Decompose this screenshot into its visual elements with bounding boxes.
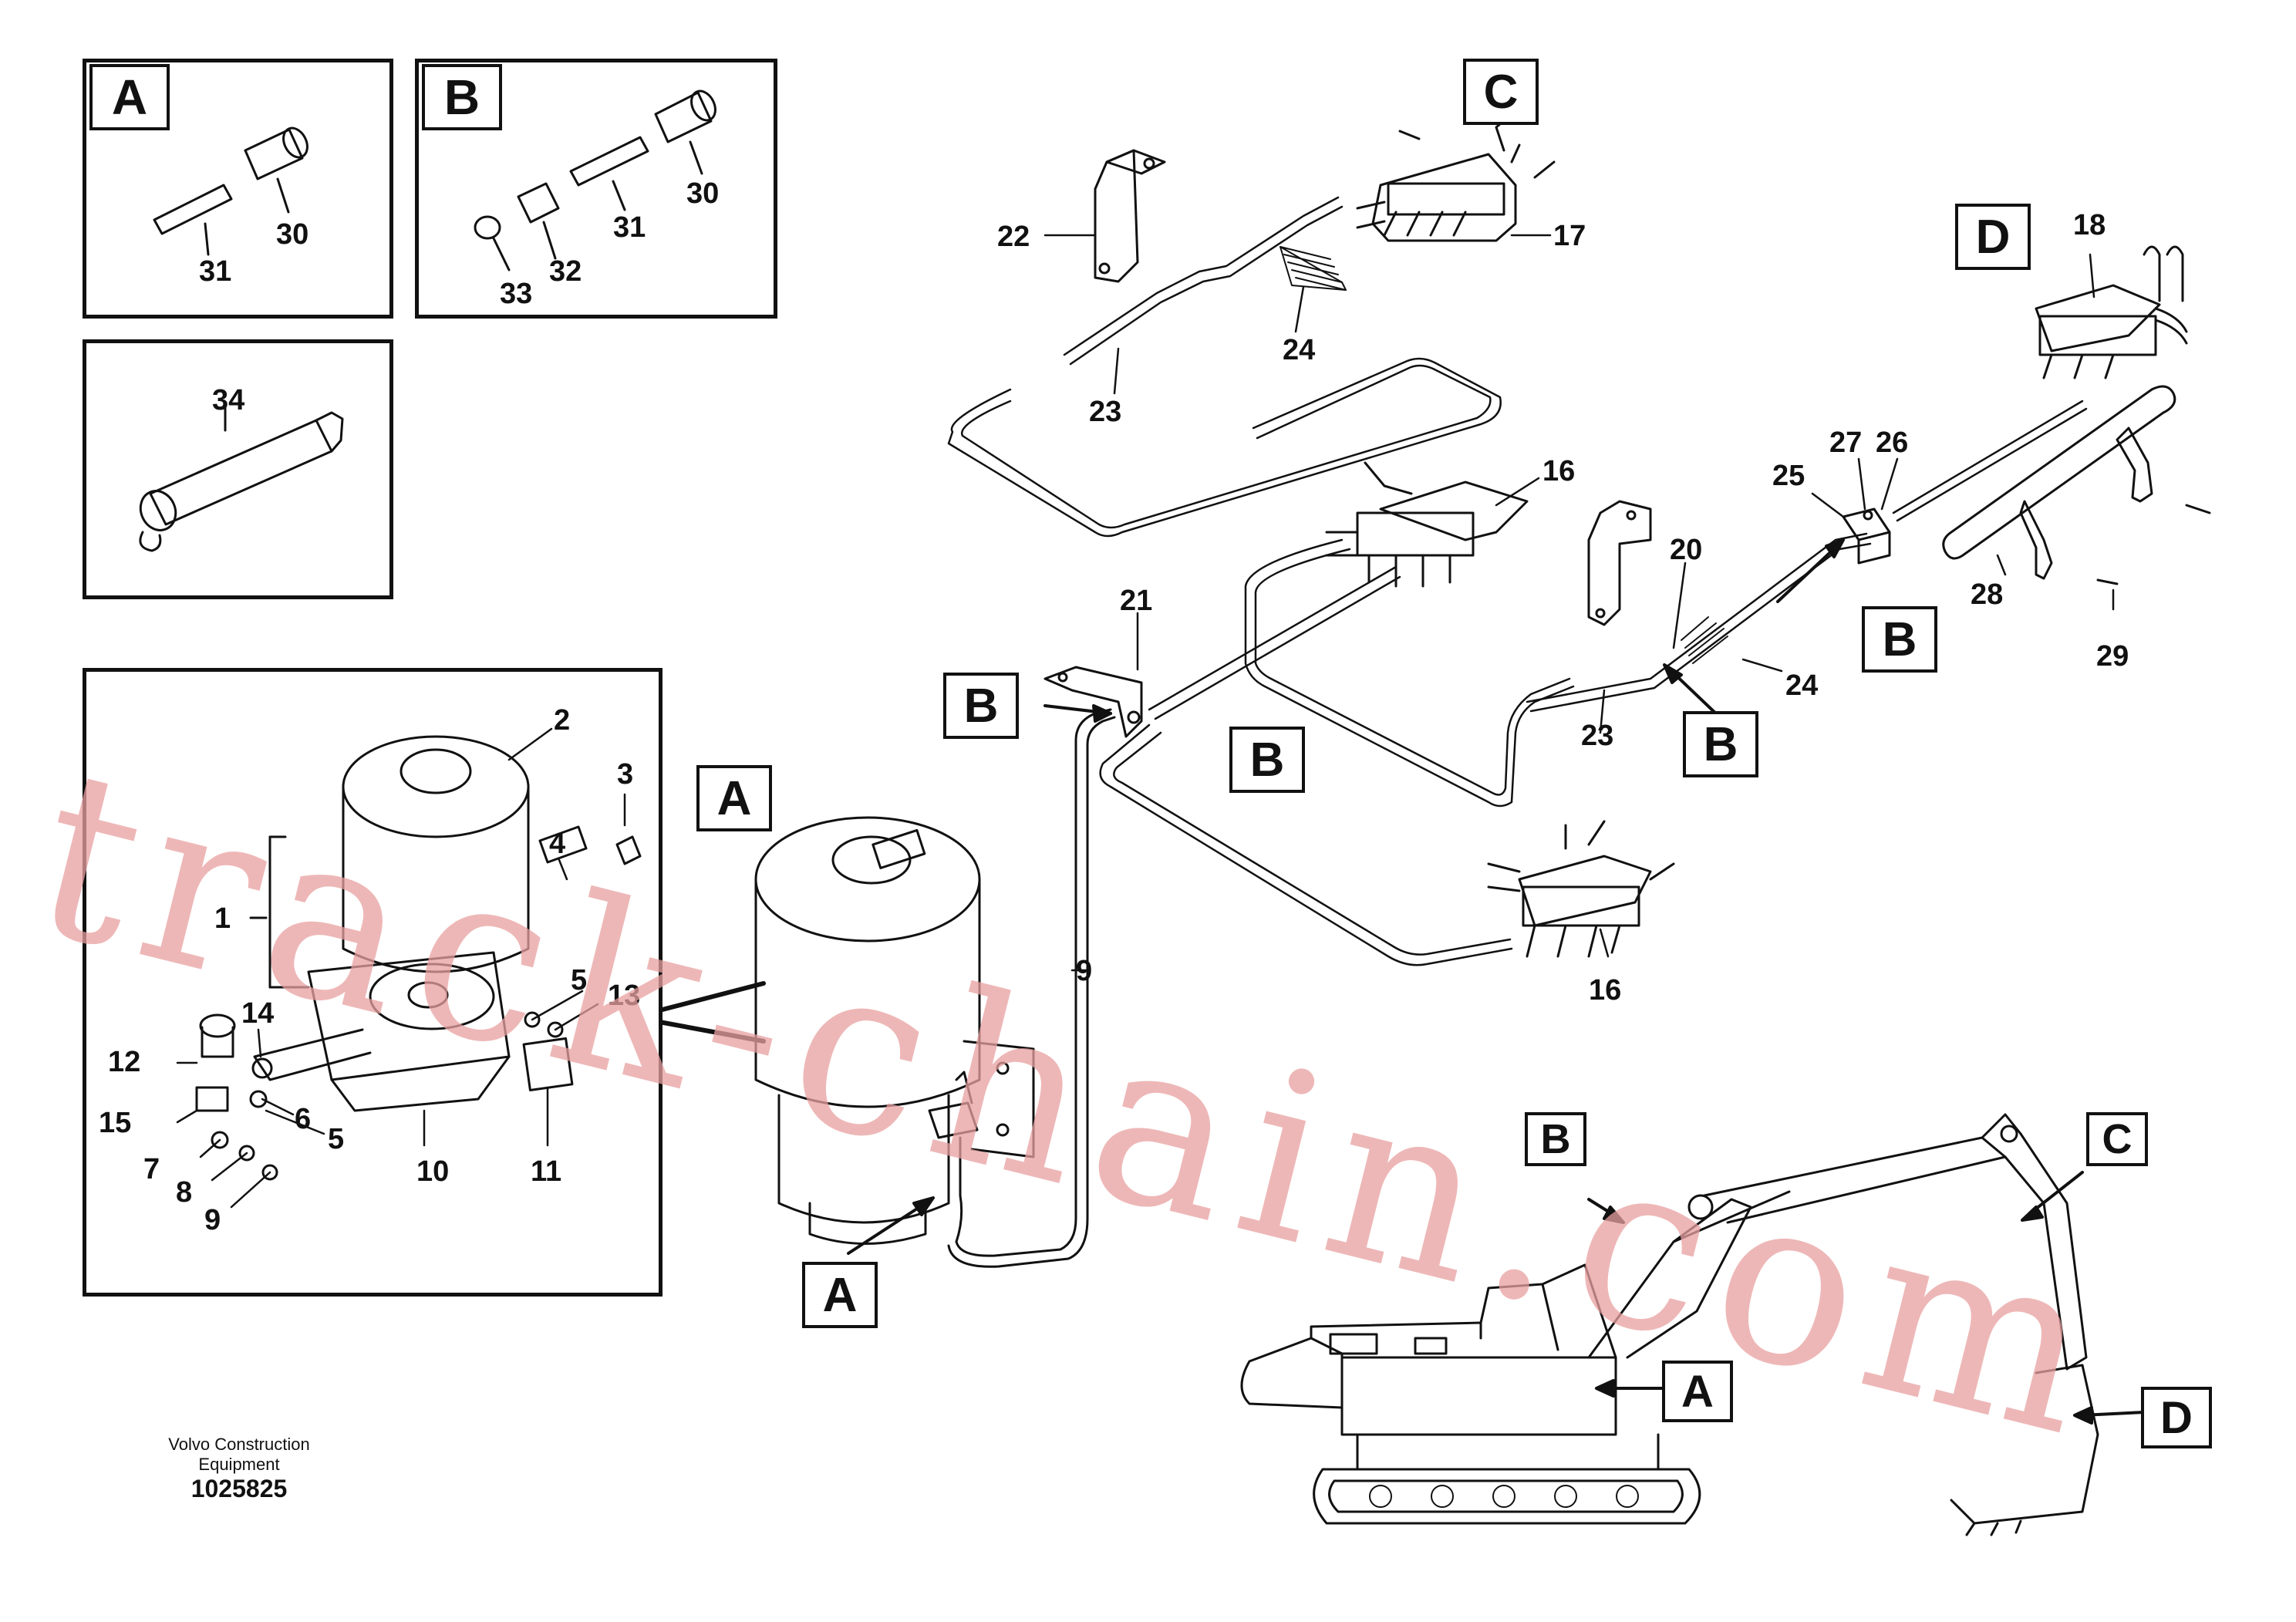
part-number: 16 — [1589, 974, 1622, 1007]
valve-block-16a-icon — [1325, 461, 1529, 588]
excavator-icon — [1240, 1113, 2099, 1536]
callout-b-left: B — [943, 673, 1019, 739]
bracket-20-icon — [1587, 500, 1652, 626]
part-number: 24 — [1283, 334, 1316, 366]
part-number: 9 — [204, 1204, 221, 1236]
valve-block-18-icon — [2035, 245, 2188, 379]
part-number: 17 — [1553, 220, 1586, 252]
main-leaders — [1043, 234, 2115, 972]
part-number: 21 — [1120, 585, 1153, 617]
hose-loop-middle — [1099, 538, 1575, 966]
hose-9 — [947, 708, 1116, 1268]
part-number: 12 — [108, 1046, 141, 1078]
bracket-22-icon — [1094, 149, 1166, 283]
part-number: 23 — [1089, 396, 1122, 428]
callout-a-label: A — [89, 64, 170, 130]
manufacturer-line1: Volvo Construction — [168, 1435, 310, 1454]
callout-b-excavator: B — [1525, 1112, 1586, 1166]
part-number: 28 — [1971, 578, 2004, 611]
assembled-pump-icon — [754, 816, 1035, 1245]
detail-frame-b: B — [415, 59, 777, 319]
detail-frame-a: A — [83, 59, 393, 319]
part-number: 30 — [686, 177, 720, 210]
part-number: 8 — [176, 1176, 193, 1209]
part-number: 14 — [241, 997, 275, 1030]
hose-20 — [1526, 532, 1872, 713]
callout-b-center: B — [1229, 727, 1305, 793]
detail-frame-34 — [83, 339, 393, 599]
part-number: 1 — [214, 902, 231, 935]
part-number: 13 — [608, 980, 641, 1012]
part-number: 9 — [1076, 955, 1093, 987]
part-number: 11 — [531, 1155, 562, 1188]
part-number: 30 — [276, 218, 309, 251]
manufacturer-label: Volvo Construction Equipment — [147, 1435, 332, 1475]
valve-block-17-icon — [1356, 118, 1556, 242]
part-number: 18 — [2073, 209, 2106, 241]
callout-a-bottom: A — [802, 1262, 878, 1328]
hose-loop-upper — [947, 196, 1502, 538]
part-number: 20 — [1670, 534, 1703, 566]
part-number: 23 — [1581, 720, 1614, 752]
part-number: 24 — [1785, 669, 1819, 702]
valve-block-16b-icon — [1487, 820, 1675, 958]
part-number: 29 — [2096, 640, 2129, 673]
part-number: 33 — [500, 278, 533, 310]
bracket-21-icon — [1043, 666, 1143, 738]
callout-d-top: D — [1955, 204, 2031, 270]
part-number: 34 — [212, 384, 245, 416]
part-number: 4 — [549, 828, 566, 860]
part-number: 10 — [416, 1155, 450, 1188]
part-number: 16 — [1542, 455, 1576, 487]
callout-pointers — [847, 538, 2161, 1425]
part-number: 5 — [571, 964, 588, 996]
part-number: 27 — [1829, 427, 1863, 459]
hose-to-18 — [1892, 400, 2088, 522]
part-number: 5 — [328, 1123, 345, 1155]
part-number: 25 — [1772, 460, 1805, 492]
callout-d-excavator: D — [2141, 1387, 2212, 1448]
part-number: 6 — [295, 1103, 312, 1135]
callout-b-text: B — [443, 69, 480, 125]
callout-c-top: C — [1463, 59, 1539, 125]
part-number: 7 — [143, 1153, 160, 1185]
part-number: 2 — [554, 704, 571, 737]
callout-b-mid: B — [1683, 711, 1758, 777]
manufacturer-line2: Equipment — [198, 1455, 280, 1474]
part-number: 31 — [199, 255, 232, 288]
part-number: 31 — [613, 211, 646, 244]
callout-c-excavator: C — [2086, 1112, 2148, 1166]
part-number: 3 — [617, 758, 634, 791]
callout-b-label: B — [422, 64, 502, 130]
drawing-number: 1025825 — [190, 1475, 288, 1502]
part-number: 15 — [99, 1107, 132, 1139]
callout-b-right: B — [1862, 606, 1937, 673]
callout-a-excavator: A — [1662, 1361, 1733, 1422]
part-number: 32 — [549, 255, 582, 288]
part-number: 26 — [1876, 427, 1909, 459]
part-number: 22 — [997, 221, 1030, 253]
callout-a-text: A — [111, 69, 148, 125]
block-27-icon — [1842, 508, 1891, 565]
tube-28-icon — [1942, 385, 2211, 585]
callout-a-pump: A — [696, 765, 772, 831]
